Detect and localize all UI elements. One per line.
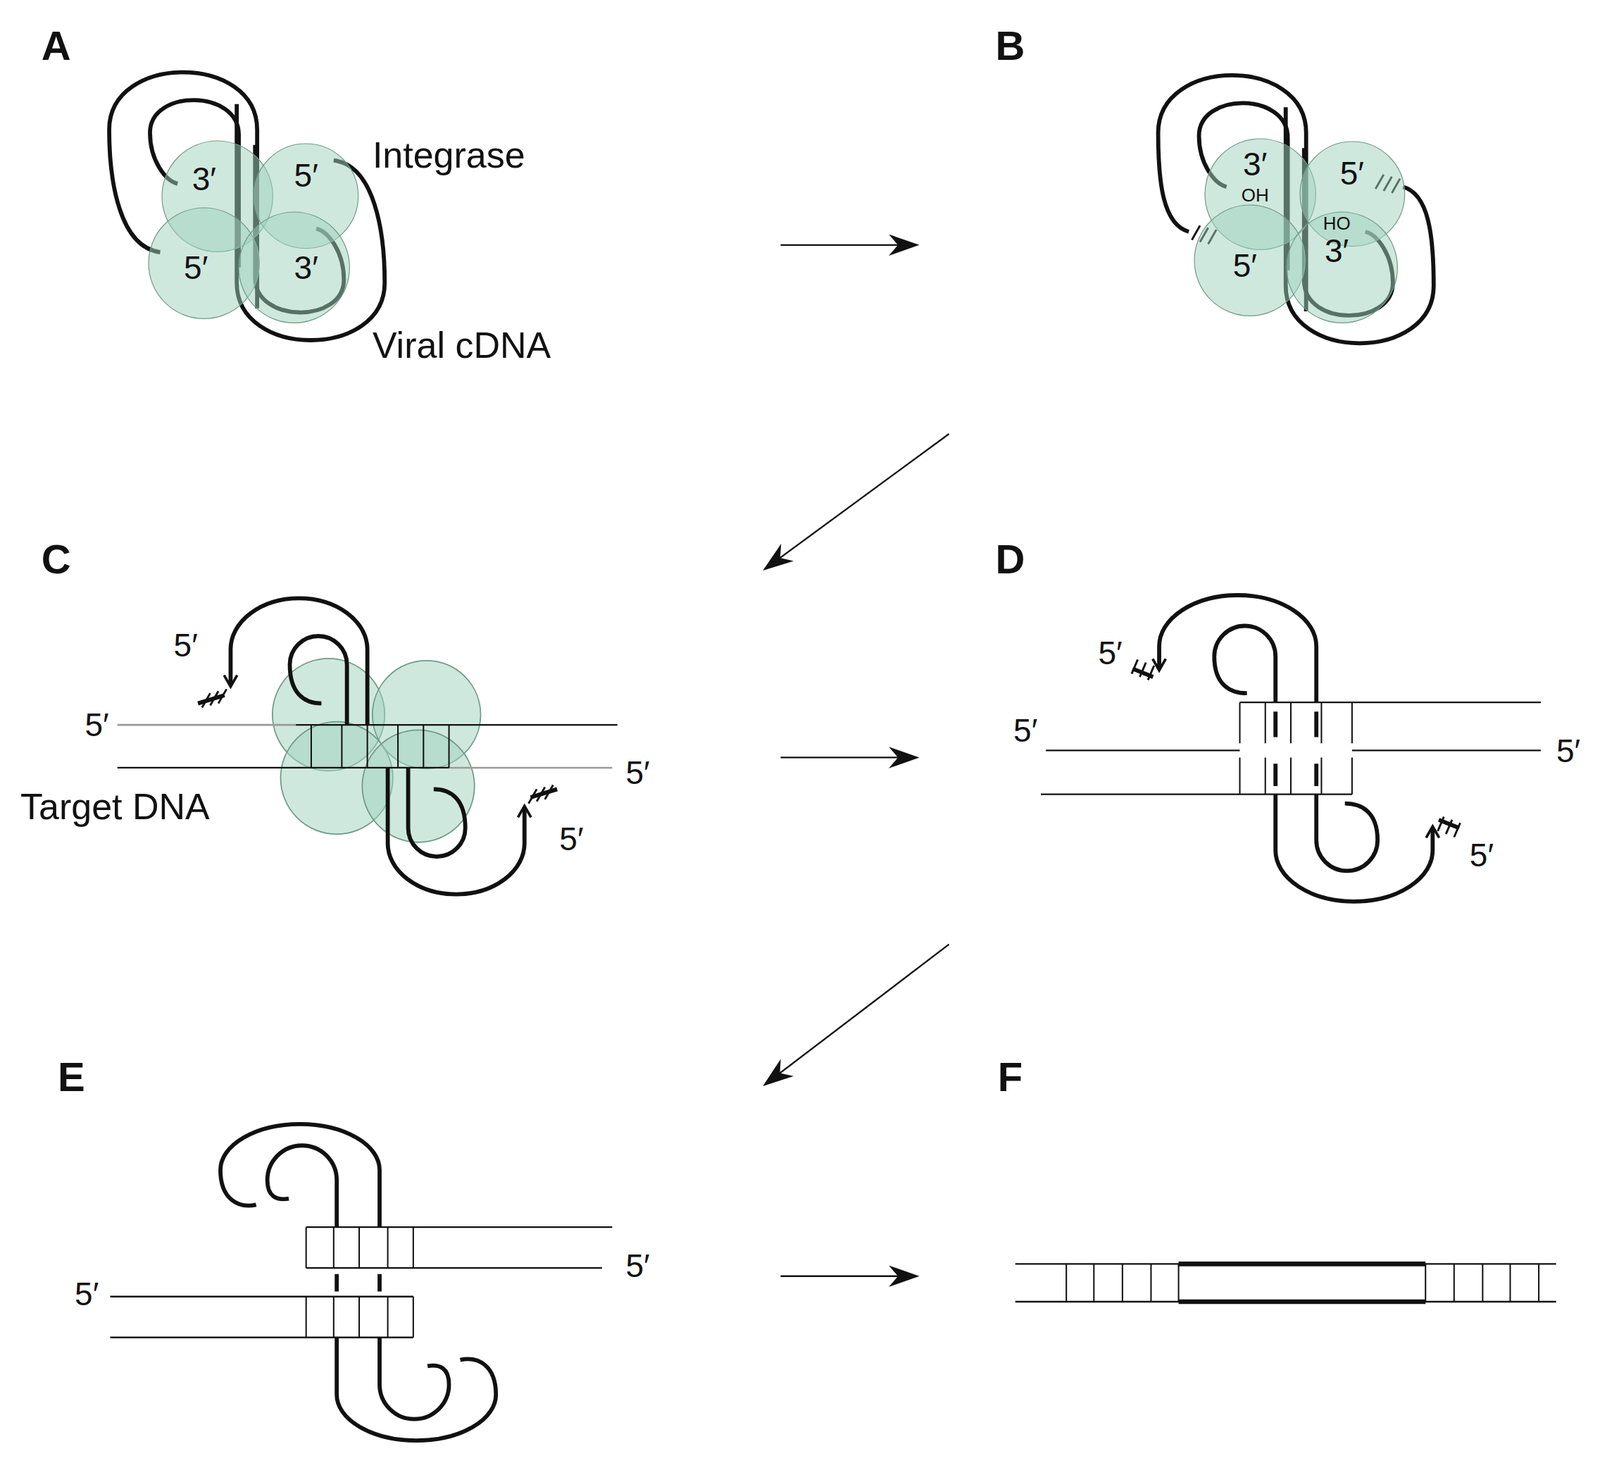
strand-end-label: 5′ — [1013, 714, 1038, 747]
strand-end-label: 5′ — [85, 708, 110, 741]
cdna-loop — [388, 767, 558, 895]
cdna-loop — [1131, 595, 1317, 703]
integrase-outline — [238, 211, 350, 324]
strand-end-label: 5′ — [1233, 249, 1258, 282]
step-arrow — [780, 1275, 917, 1277]
step-arrows — [765, 245, 950, 1277]
base-pairs — [306, 1226, 414, 1338]
integrase-circle — [238, 211, 350, 323]
integrated-provirus — [1178, 1263, 1427, 1302]
strand-end-label: 5′ — [294, 159, 319, 192]
strand-end-label: 5′ — [626, 1249, 650, 1282]
integrase-subunit: 3′ — [238, 211, 350, 324]
step-arrow — [780, 756, 917, 758]
integrase-tetramer — [272, 658, 481, 843]
strand-end-label: 5′ — [74, 1277, 99, 1310]
viral-cdna — [1158, 75, 1434, 343]
strand-end-label: 3′ — [1242, 147, 1267, 181]
viral-cdna — [220, 1123, 496, 1441]
panel-letter: E — [57, 1056, 86, 1098]
panel-letter: D — [995, 538, 1026, 580]
cdna-loop — [336, 1337, 496, 1441]
cdna-strand — [1214, 625, 1276, 703]
host-dna — [1015, 1263, 1557, 1302]
viral-cdna — [109, 72, 385, 341]
part-label: Integrase — [372, 136, 526, 174]
strand-end-label: OH — [1241, 185, 1270, 205]
strand-end-label: 5′ — [626, 756, 650, 789]
strand-end-label: 5′ — [1556, 734, 1581, 767]
panel-letter: A — [41, 25, 72, 67]
cdna-loop — [197, 597, 368, 725]
strand-end-label: HO — [1323, 214, 1351, 233]
cleaved-dinucleotide — [202, 688, 227, 708]
part-label: Target DNA — [20, 788, 210, 825]
base-pairs — [1240, 702, 1353, 794]
cdna-strand — [230, 597, 367, 725]
integrase-circle — [1286, 211, 1398, 323]
cdna-strand — [290, 635, 348, 725]
strand-end-label: 3′ — [192, 162, 217, 196]
cdna-strand — [1275, 711, 1317, 786]
strand-end-label: 5′ — [183, 251, 208, 284]
cdna-loop — [220, 1123, 380, 1227]
integrase-subunit: HO3′ — [1285, 211, 1398, 324]
strand-end-label: 5′ — [1097, 636, 1122, 670]
target-strand — [117, 723, 297, 727]
target-strand — [1040, 702, 1541, 794]
viral-cdna — [197, 597, 558, 894]
panel-letter: B — [995, 25, 1026, 67]
cdna-loop — [1285, 107, 1434, 343]
strand-end-label: 5′ — [1340, 157, 1365, 190]
cleaved-dinucleotide — [1131, 659, 1155, 680]
integrase-circle — [361, 729, 474, 842]
strand-end-label: 5′ — [173, 628, 198, 662]
panel-letter: C — [41, 538, 72, 580]
step-arrow — [780, 244, 917, 246]
viral-cdna — [1131, 595, 1461, 902]
cdna-strand — [267, 1145, 338, 1227]
target-strand — [109, 1226, 612, 1338]
strand-end-label: 3′ — [294, 251, 319, 284]
step-arrow — [765, 944, 950, 1085]
part-label: Viral cDNA — [372, 326, 551, 364]
panel-letter: F — [997, 1056, 1023, 1098]
cdna-strand — [336, 1273, 380, 1292]
strand-end-label: 5′ — [559, 822, 584, 855]
base-pairs — [311, 724, 450, 768]
target-strand — [449, 766, 613, 770]
strand-end-label: 3′ — [1324, 234, 1349, 267]
cdna-strand — [1159, 595, 1317, 703]
target-strand — [117, 724, 618, 768]
strand-end-label: 5′ — [1469, 838, 1494, 872]
base-pairs — [1066, 1263, 1539, 1302]
cdna-loop — [1275, 794, 1460, 902]
cdna-strand — [220, 1123, 380, 1227]
step-arrow — [765, 433, 950, 569]
